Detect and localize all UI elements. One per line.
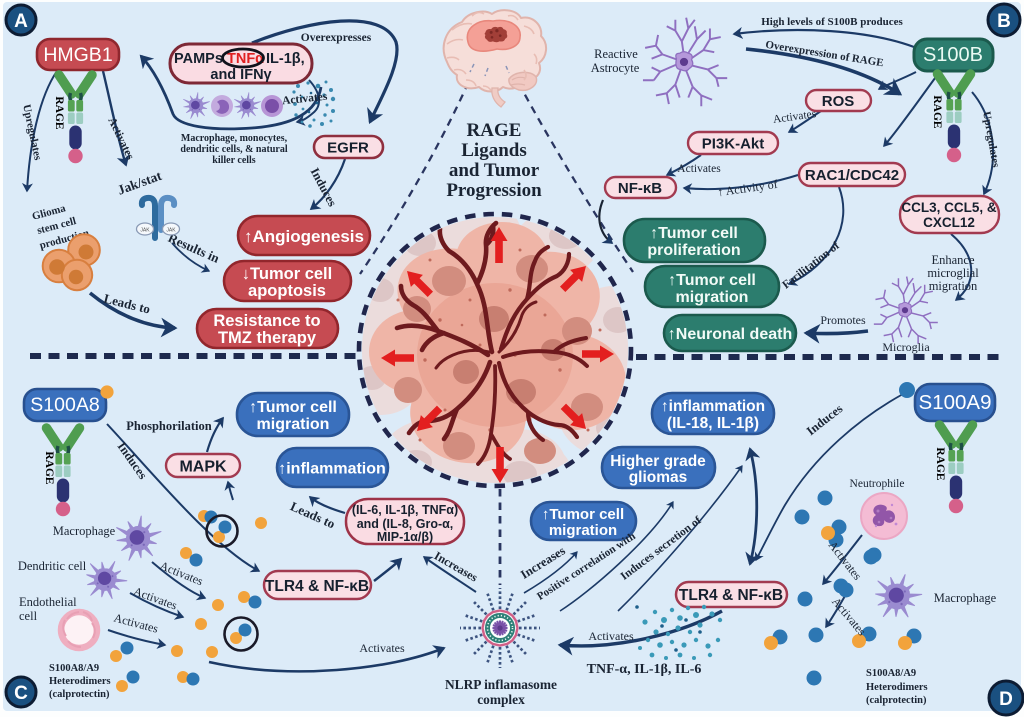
svg-text:TLR4 & NF-κB: TLR4 & NF-κB — [679, 587, 783, 604]
svg-text:TNF-α, IL-1β, IL-6: TNF-α, IL-1β, IL-6 — [587, 662, 702, 677]
svg-text:ROS: ROS — [822, 93, 855, 110]
svg-text:IL-1β,: IL-1β, — [266, 51, 305, 67]
svg-text:Higher grade: Higher grade — [610, 453, 706, 470]
svg-text:RAGE: RAGE — [53, 96, 65, 130]
svg-text:A: A — [14, 11, 28, 32]
svg-text:↑Tumor cell: ↑Tumor cell — [542, 506, 624, 523]
svg-text:migration: migration — [257, 416, 330, 433]
svg-text:proliferation: proliferation — [647, 242, 740, 259]
svg-text:Progression: Progression — [446, 180, 542, 201]
svg-text:(calprotectin): (calprotectin) — [49, 689, 110, 700]
svg-text:CCL3, CCL5, &: CCL3, CCL5, & — [901, 200, 997, 215]
svg-text:Promotes: Promotes — [820, 313, 866, 327]
svg-text:Activates: Activates — [677, 163, 721, 175]
svg-text:(IL-6, IL-1β, TNFα): (IL-6, IL-1β, TNFα) — [352, 503, 458, 517]
svg-text:↑Tumor cell: ↑Tumor cell — [668, 272, 756, 289]
svg-text:TNFα: TNFα — [227, 51, 264, 67]
svg-text:RAGE: RAGE — [43, 451, 55, 485]
svg-text:Macrophage: Macrophage — [53, 524, 116, 538]
svg-text:S100A9: S100A9 — [919, 391, 992, 414]
svg-text:↑Neuronal death: ↑Neuronal death — [668, 326, 792, 343]
svg-text:Ligands: Ligands — [461, 140, 526, 161]
svg-text:RAGE: RAGE — [934, 447, 946, 481]
svg-text:migration: migration — [929, 279, 978, 293]
svg-text:S100B: S100B — [923, 44, 983, 66]
svg-text:microglial: microglial — [927, 266, 979, 280]
svg-text:D: D — [999, 689, 1013, 710]
svg-text:complex: complex — [477, 692, 525, 707]
svg-text:Microglia: Microglia — [882, 340, 930, 354]
svg-text:↑inflammation: ↑inflammation — [661, 398, 765, 415]
svg-text:and (IL-8, Gro-α,: and (IL-8, Gro-α, — [357, 517, 454, 531]
svg-text:TLR4 & NF-κB: TLR4 & NF-κB — [265, 578, 369, 595]
svg-text:PAMPs: PAMPs — [174, 51, 223, 67]
svg-text:Macrophage, monocytes,: Macrophage, monocytes, — [181, 133, 288, 144]
svg-text:High levels of S100B produces: High levels of S100B produces — [761, 16, 903, 28]
svg-text:Dendritic cell: Dendritic cell — [18, 559, 87, 573]
svg-text:Activates: Activates — [282, 91, 329, 108]
svg-text:Neutrophile: Neutrophile — [850, 478, 905, 490]
svg-text:and IFNγ: and IFNγ — [210, 67, 271, 83]
svg-text:Astrocyte: Astrocyte — [591, 61, 640, 75]
svg-text:HMGB1: HMGB1 — [43, 44, 112, 66]
svg-text:gliomas: gliomas — [629, 469, 688, 486]
svg-text:Reactive: Reactive — [594, 47, 638, 61]
svg-text:NLRP inflamasome: NLRP inflamasome — [445, 677, 557, 692]
svg-text:Endothelial: Endothelial — [19, 595, 77, 609]
svg-text:B: B — [997, 11, 1011, 32]
svg-text:S100A8: S100A8 — [30, 394, 99, 416]
svg-text:RAGE: RAGE — [931, 95, 943, 129]
svg-text:Activates: Activates — [588, 629, 634, 643]
svg-text:killer cells: killer cells — [212, 155, 256, 166]
svg-text:S100A8/A9: S100A8/A9 — [866, 668, 916, 679]
svg-text:migration: migration — [549, 522, 617, 539]
svg-text:JAK: JAK — [166, 228, 176, 234]
svg-text:S100A8/A9: S100A8/A9 — [49, 663, 99, 674]
svg-text:(calprotectin): (calprotectin) — [866, 695, 927, 706]
svg-text:C: C — [14, 683, 28, 704]
svg-text:PI3K-Akt: PI3K-Akt — [702, 136, 765, 153]
svg-text:migration: migration — [676, 289, 749, 306]
svg-text:JAK: JAK — [140, 228, 150, 234]
svg-text:↑Tumor cell: ↑Tumor cell — [650, 225, 738, 242]
svg-text:Macrophage: Macrophage — [934, 591, 997, 605]
svg-text:NF-κB: NF-κB — [618, 180, 662, 197]
svg-text:Overexpresses: Overexpresses — [301, 32, 372, 44]
svg-text:MIP-1α/β): MIP-1α/β) — [377, 530, 433, 544]
svg-text:RAC1/CDC42: RAC1/CDC42 — [805, 167, 899, 184]
svg-text:Resistance to: Resistance to — [213, 312, 320, 330]
svg-text:Heterodimers: Heterodimers — [49, 676, 111, 687]
svg-text:dendritic cells, & natural: dendritic cells, & natural — [180, 144, 287, 155]
svg-text:↑Angiogenesis: ↑Angiogenesis — [244, 227, 364, 246]
svg-text:cell: cell — [19, 609, 38, 623]
svg-text:MAPK: MAPK — [179, 459, 227, 476]
svg-text:RAGE: RAGE — [467, 120, 522, 141]
svg-text:↑inflammation: ↑inflammation — [278, 461, 386, 478]
svg-text:(IL-18, IL-1β): (IL-18, IL-1β) — [667, 415, 759, 432]
svg-text:Heterodimers: Heterodimers — [866, 682, 928, 693]
svg-text:and Tumor: and Tumor — [449, 160, 540, 181]
svg-text:EGFR: EGFR — [327, 140, 369, 157]
svg-text:CXCL12: CXCL12 — [923, 215, 975, 230]
svg-text:TMZ therapy: TMZ therapy — [218, 329, 317, 347]
svg-text:Phosphorilation: Phosphorilation — [126, 419, 211, 433]
svg-text:↓Tumor cell: ↓Tumor cell — [242, 265, 332, 283]
svg-text:Enhance: Enhance — [931, 253, 974, 267]
svg-text:apoptosis: apoptosis — [248, 282, 326, 300]
svg-text:↑Tumor cell: ↑Tumor cell — [249, 399, 337, 416]
svg-text:Activates: Activates — [359, 641, 405, 655]
